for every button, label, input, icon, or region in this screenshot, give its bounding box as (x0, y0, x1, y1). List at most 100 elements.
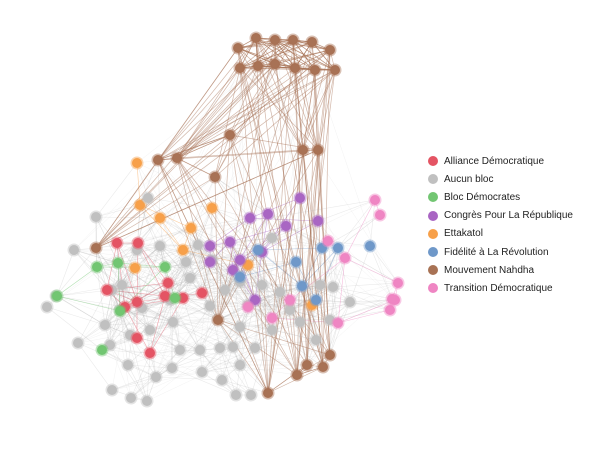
graph-node (168, 291, 182, 305)
graph-edge (101, 349, 129, 366)
graph-edge (327, 240, 334, 288)
graph-edge (127, 364, 157, 378)
graph-edge (46, 306, 106, 326)
graph-node (143, 323, 157, 337)
graph-edge (147, 197, 213, 209)
graph-edge (332, 286, 339, 324)
graph-edge (134, 39, 276, 269)
graph-edge (185, 261, 241, 283)
graph-edge (111, 364, 241, 391)
graph-edge (136, 220, 319, 303)
graph-edge (337, 299, 396, 324)
graph-edge (111, 249, 138, 291)
legend-label: Fidélité à La Révolution (444, 246, 549, 258)
graph-edge (232, 67, 296, 271)
graph-edge (171, 321, 174, 369)
graph-edge (73, 249, 119, 264)
graph-edge (141, 307, 174, 323)
graph-edge (174, 244, 199, 299)
graph-edge (182, 286, 334, 299)
graph-edge (176, 67, 241, 159)
graph-edge (155, 376, 223, 381)
graph-edge (271, 237, 297, 263)
graph-edge (137, 242, 191, 279)
legend-item: Fidélité à La Révolution (428, 243, 573, 261)
graph-node (195, 365, 209, 379)
graph-node (288, 61, 302, 75)
legend-label: Congrès Pour La République (444, 210, 573, 222)
graph-edge (267, 41, 313, 394)
graph-edge (141, 307, 256, 349)
graph-edge (46, 176, 216, 308)
graph-node (373, 208, 387, 222)
graph-node (309, 333, 323, 347)
graph-edge (169, 249, 184, 301)
graph-node (305, 35, 319, 49)
graph-edge (179, 349, 241, 366)
graph-edge (302, 149, 324, 368)
graph-edge (247, 251, 263, 306)
graph-edge (344, 257, 399, 284)
graph-node (251, 243, 265, 257)
graph-edge (299, 197, 396, 301)
graph-node (248, 293, 262, 307)
graph-edge (124, 306, 151, 354)
graph-edge (239, 41, 313, 69)
graph-edge (149, 305, 211, 331)
graph-edge (214, 176, 219, 321)
graph-edge (119, 309, 174, 323)
graph-edge (146, 282, 399, 402)
graph-node (223, 235, 237, 249)
graph-edge (109, 67, 241, 346)
graph-edge (314, 69, 393, 300)
graph-edge (164, 244, 199, 297)
graph-edge (294, 41, 313, 69)
graph-edge (239, 67, 269, 394)
legend-item: Bloc Démocrates (428, 188, 573, 206)
graph-node (153, 211, 167, 225)
graph-edge (136, 301, 252, 396)
graph-node (158, 289, 172, 303)
graph-edge (179, 281, 241, 351)
graph-edge (119, 257, 346, 311)
graph-edge (199, 299, 317, 351)
graph-edge (369, 245, 399, 284)
graph-edge (235, 261, 297, 396)
graph-edge (224, 289, 241, 328)
graph-edge (306, 299, 317, 366)
graph-edge (237, 39, 294, 49)
graph-edge (229, 134, 331, 356)
graph-edge (77, 324, 106, 344)
graph-edge (174, 245, 211, 299)
graph-edge (121, 249, 138, 286)
legend-label: Aucun bloc (444, 173, 494, 185)
graph-edge (77, 299, 317, 344)
graph-edge (121, 245, 161, 286)
graph-edge (274, 63, 331, 356)
legend-swatch (428, 265, 438, 276)
graph-edge (77, 289, 226, 344)
graph-node (183, 271, 197, 285)
graph-edge (337, 247, 399, 284)
graph-edge (239, 217, 251, 283)
graph-edge (185, 207, 213, 263)
graph-edge (121, 284, 303, 287)
legend-label: Bloc Démocrates (444, 191, 521, 203)
legend-label: Mouvement Nahdha (444, 264, 535, 276)
graph-edge (46, 306, 103, 351)
graph-edge (239, 299, 256, 366)
graph-node (111, 256, 125, 270)
graph-edge (176, 157, 269, 394)
graph-edge (217, 281, 241, 321)
graph-edge (209, 264, 249, 307)
graph-edge (119, 309, 219, 321)
graph-edge (201, 346, 234, 373)
graph-node (286, 33, 300, 47)
graph-edge (136, 249, 166, 268)
graph-edge (214, 176, 391, 311)
graph-node (343, 295, 357, 309)
graph-edge (239, 304, 249, 366)
graph-edge (197, 244, 211, 307)
graph-edge (217, 304, 249, 321)
graph-edge (73, 39, 276, 251)
